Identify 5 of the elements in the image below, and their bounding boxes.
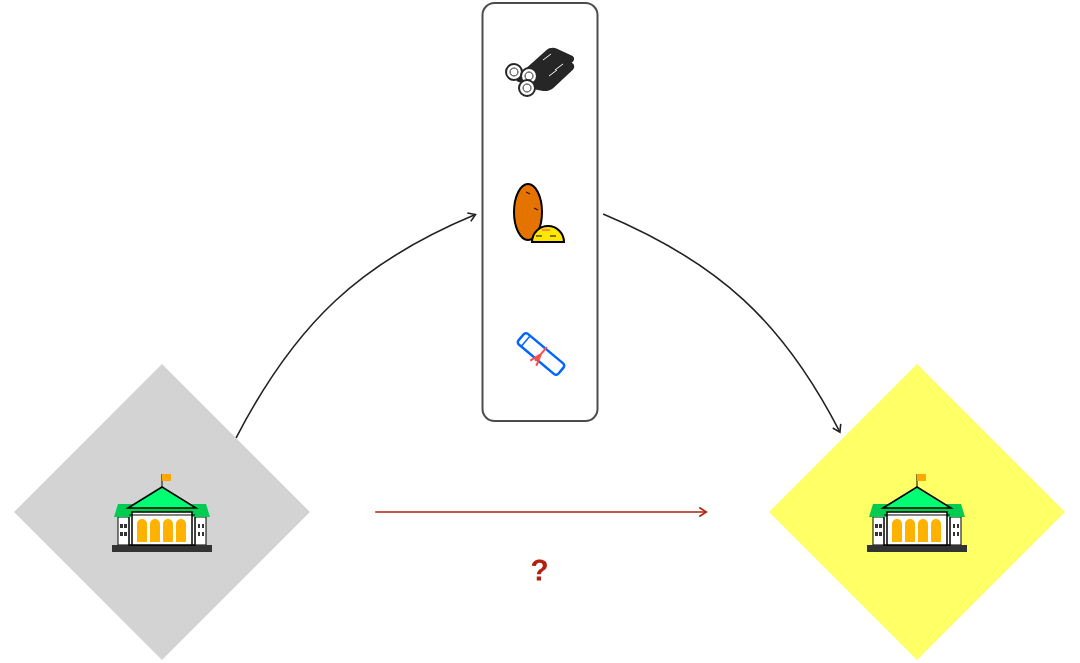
arrow: [235, 212, 477, 439]
arrow: [602, 213, 842, 434]
edge-label: ?: [531, 559, 547, 581]
arrow: [374, 506, 708, 518]
rounded-box: [481, 2, 599, 422]
